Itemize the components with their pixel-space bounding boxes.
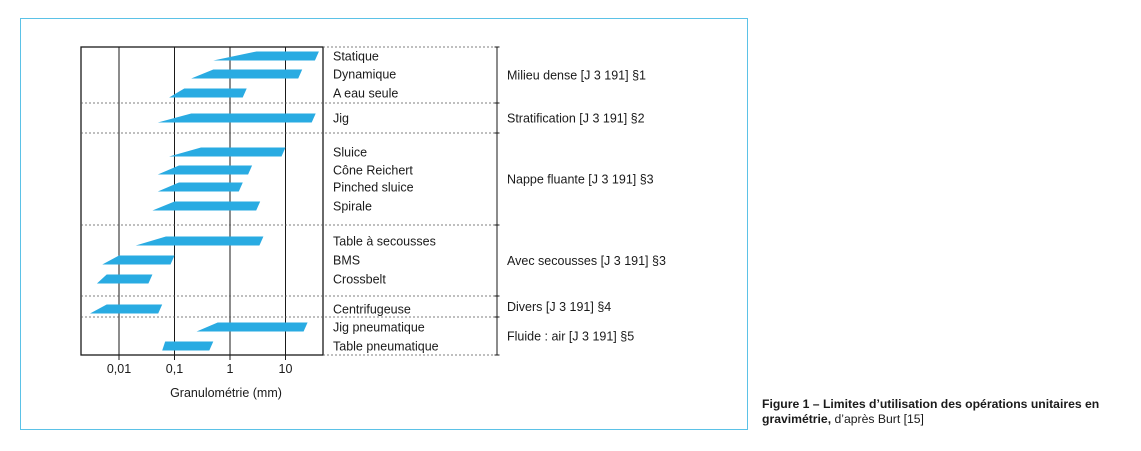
operation-label-12: Jig pneumatique: [333, 321, 425, 335]
tick-label-2: 1: [227, 362, 234, 376]
caption-source: d’après Burt [15]: [831, 412, 924, 426]
range-bar-2: [169, 88, 247, 98]
plot-border: [80, 46, 324, 356]
tick-label-3: 10: [279, 362, 293, 376]
figure-caption: Figure 1 – Limites d’utilisation des opé…: [762, 397, 1132, 427]
operation-label-7: Spirale: [333, 200, 372, 214]
range-bar-1: [191, 69, 303, 79]
group-label-1: Stratification [J 3 191] §2: [507, 112, 645, 126]
range-bar-7: [152, 201, 261, 211]
range-bar-11: [89, 304, 163, 314]
operation-label-0: Statique: [333, 50, 379, 64]
group-label-3: Avec secousses [J 3 191] §3: [507, 254, 666, 268]
range-bar-9: [102, 255, 175, 265]
x-axis-label: Granulométrie (mm): [170, 386, 282, 400]
range-bar-4: [169, 147, 286, 157]
operation-label-6: Pinched sluice: [333, 181, 414, 195]
range-bar-6: [157, 182, 243, 192]
range-bar-10: [96, 274, 153, 284]
operation-label-10: Crossbelt: [333, 273, 386, 287]
operation-label-13: Table pneumatique: [333, 340, 439, 354]
bars-layer: [89, 51, 319, 351]
operation-label-8: Table à secousses: [333, 235, 436, 249]
caption-title: Figure 1 – Limites d’utilisation des opé…: [762, 397, 1100, 426]
range-bar-3: [157, 113, 316, 123]
operation-label-1: Dynamique: [333, 68, 396, 82]
group-label-4: Divers [J 3 191] §4: [507, 300, 611, 314]
range-bar-0: [213, 51, 319, 61]
grid-layer: 0,01 0,1 1 10: [80, 46, 324, 376]
range-bar-8: [135, 236, 264, 246]
operation-label-4: Sluice: [333, 146, 367, 160]
operation-label-5: Cône Reichert: [333, 164, 413, 178]
range-bar-5: [157, 165, 253, 175]
group-label-5: Fluide : air [J 3 191] §5: [507, 330, 634, 344]
range-bar-13: [162, 341, 214, 351]
range-bar-12: [196, 322, 308, 332]
group-label-2: Nappe fluante [J 3 191] §3: [507, 173, 654, 187]
operation-label-11: Centrifugeuse: [333, 303, 411, 317]
groups-layer: Milieu dense [J 3 191] §1 Stratification …: [81, 46, 666, 356]
group-label-0: Milieu dense [J 3 191] §1: [507, 69, 646, 83]
tick-label-1: 0,1: [166, 362, 183, 376]
tick-label-0: 0,01: [107, 362, 131, 376]
operation-label-9: BMS: [333, 254, 360, 268]
operation-label-3: Jig: [333, 112, 349, 126]
operation-label-2: A eau seule: [333, 87, 398, 101]
